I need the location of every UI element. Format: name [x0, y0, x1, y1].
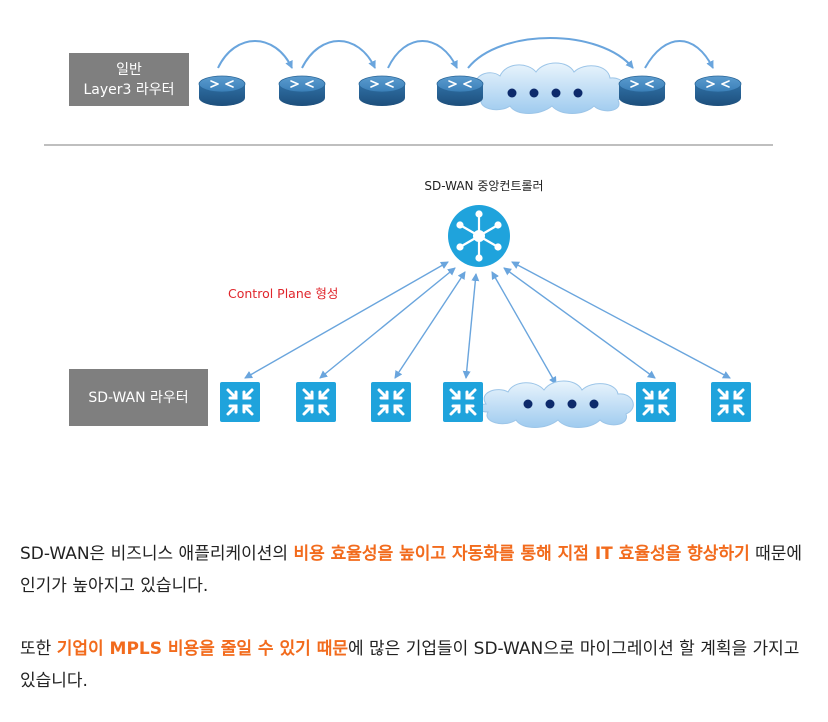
controller-label: SD-WAN 중앙컨트롤러: [424, 179, 543, 193]
legacy-router-icon: [278, 75, 326, 107]
body-text: SD-WAN은 비즈니스 애플리케이션의: [20, 544, 294, 564]
sdwan-diagram: SD-WAN 중앙컨트롤러 Control Plane 형성: [44, 37, 773, 428]
body-text: 또한: [20, 639, 57, 659]
sdwan-router-icon: [634, 380, 678, 424]
legacy-router-icon: [436, 75, 484, 107]
paragraph-1: SD-WAN은 비즈니스 애플리케이션의 비용 효율성을 높이고 자동화를 통해…: [20, 538, 810, 602]
sdwan-router-icon: [218, 380, 262, 424]
legacy-router-label: 일반 Layer3 라우터: [69, 53, 189, 106]
sdwan-router-label: SD-WAN 라우터: [69, 369, 208, 426]
legacy-internet-cloud: [471, 62, 627, 114]
legacy-label-line1: 일반: [116, 61, 142, 78]
controller-icon: [448, 205, 510, 267]
sdwan-label-text: SD-WAN 라우터: [88, 389, 189, 406]
control-plane-arrows: [244, 261, 731, 385]
highlight-text: 기업이 MPLS 비용을 줄일 수 있기 때문: [56, 639, 348, 659]
control-plane-label: Control Plane 형성: [228, 286, 338, 301]
paragraph-2: 또한 기업이 MPLS 비용을 줄일 수 있기 때문에 많은 기업들이 SD-W…: [20, 633, 810, 697]
legacy-router-icon: [618, 75, 666, 107]
highlight-text: 비용 효율성을 높이고 자동화를 통해 지점 IT 효율성을 향상하기: [293, 544, 750, 564]
sdwan-router-icon: [369, 380, 413, 424]
legacy-router-icon: [694, 75, 742, 107]
sdwan-router-icon: [441, 380, 485, 424]
sdwan-router-icon: [709, 380, 753, 424]
sdwan-internet-cloud: [478, 380, 634, 428]
legacy-hop-arrows: [217, 37, 714, 69]
legacy-label-line2: Layer3 라우터: [83, 81, 175, 98]
legacy-router-icon: [358, 75, 406, 107]
legacy-router-icon: [198, 75, 246, 107]
sdwan-router-icon: [294, 380, 338, 424]
body-text: 에 많은 기업들이 SD-WAN으로 마이그레이션 할 계획을 가지고 있습니다…: [20, 639, 800, 691]
body-text: 때문에 인기가 높아지고 있습니다.: [20, 544, 803, 596]
diagram-canvas: SD-WAN 중앙컨트롤러 Control Plane 형성: [44, 37, 773, 428]
